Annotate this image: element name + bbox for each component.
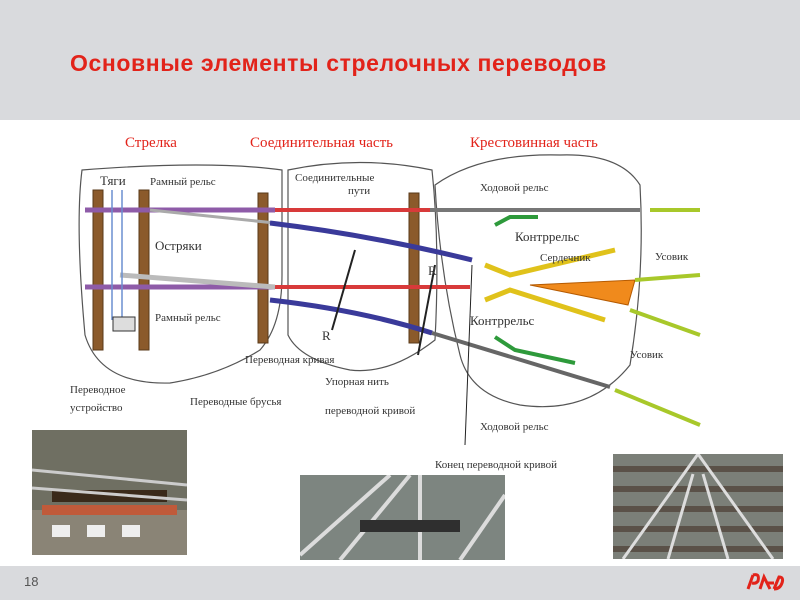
page-number: 18 (24, 574, 39, 589)
section-connecting: Соединительная часть (250, 135, 393, 151)
arrow-thrust (417, 264, 436, 356)
label-core: Сердечник (540, 252, 591, 264)
label-connecting-2: пути (348, 185, 370, 197)
guard-rail-top-shape (494, 215, 538, 227)
curved-rail-1 (269, 220, 473, 263)
label-switch-device-2: устройство (70, 402, 123, 414)
switch-drive-photo (32, 430, 187, 555)
label-thrust-2: переводной кривой (325, 405, 415, 417)
diverging-running-rail (431, 331, 611, 389)
label-radius-2: R (428, 263, 437, 278)
exit-rail-3 (629, 308, 701, 337)
guard-rail-bottom-shape (493, 335, 576, 365)
crossing-section-outline (434, 154, 642, 408)
label-wing-bottom: Усовик (630, 349, 664, 361)
label-connecting-1: Соединительные (295, 172, 374, 184)
label-switch-ties: Переводные брусья (190, 396, 281, 408)
tie-2 (138, 189, 150, 351)
section-switch: Стрелка (125, 135, 177, 151)
switch-device-box (112, 316, 136, 332)
wing-rail-bottom-shape (484, 287, 606, 323)
label-guard-rail-bottom: Контррельс (470, 313, 535, 328)
exit-rail-4 (614, 388, 701, 427)
tie-4 (408, 192, 420, 344)
label-running-rail-top: Ходовой рельс (480, 182, 549, 194)
leader-end (464, 264, 473, 446)
label-guard-rail-top: Контррельс (515, 229, 580, 244)
label-radius-1: R (322, 328, 331, 343)
label-stock-rail-top: Рамный рельс (150, 176, 216, 188)
label-running-rail-bottom: Ходовой рельс (480, 421, 549, 433)
wing-rail-top-shape (484, 247, 616, 278)
label-stock-rail-bottom: Рамный рельс (155, 312, 221, 324)
header-bar: Основные элементы стрелочных переводов (0, 0, 800, 120)
label-switch-device-1: Переводное (70, 384, 126, 396)
point-blade-2 (149, 208, 276, 225)
label-tyagi: Тяги (100, 173, 126, 188)
point-blade-1 (119, 272, 276, 290)
footer-bar: 18 (0, 566, 800, 600)
switch-diagram: Стрелка Соединительная часть Крестовинна… (70, 135, 701, 471)
label-wing-top: Усовик (655, 251, 689, 263)
arrow-curve (331, 249, 356, 331)
section-crossing: Крестовинная часть (470, 135, 598, 151)
slide-title: Основные элементы стрелочных переводов (70, 50, 607, 76)
switch-section-outline (78, 164, 283, 384)
label-ostryaki: Остряки (155, 238, 202, 253)
connecting-section-outline (287, 161, 438, 372)
frog-core (529, 279, 636, 306)
label-thrust-1: Упорная нить (325, 376, 389, 388)
tie-3 (257, 192, 269, 344)
switch-points-photo (300, 475, 505, 560)
label-lead-curve: Переводная кривая (245, 354, 334, 366)
tie-1 (92, 189, 104, 351)
rzd-logo-icon (746, 573, 785, 591)
crossing-photo (613, 454, 783, 559)
curved-rail-2 (269, 297, 433, 336)
exit-rail-2 (634, 273, 701, 282)
label-curve-end: Конец переводной кривой (435, 459, 557, 471)
